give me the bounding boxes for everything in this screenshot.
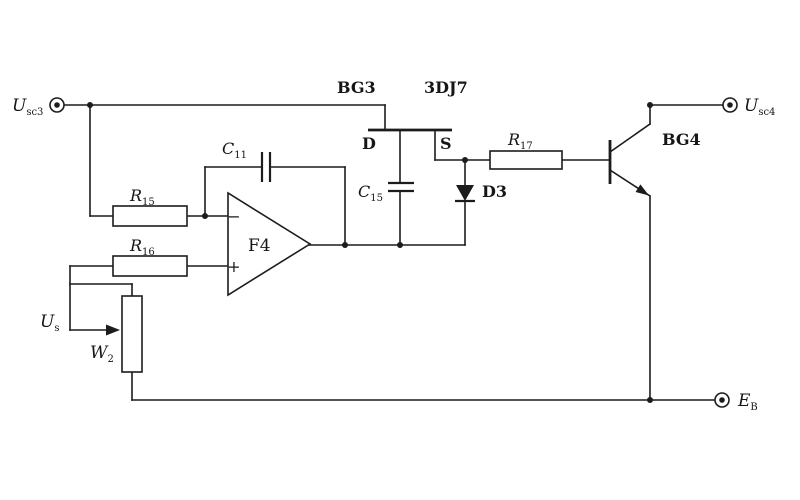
terminal-inner-dot xyxy=(719,397,725,403)
label-usc3: Usc3 xyxy=(12,96,43,118)
wire-collector-diagonal xyxy=(608,122,652,154)
potentiometer-w2-body xyxy=(121,295,143,373)
label-bg3-model: 3DJ7 xyxy=(424,78,468,97)
junction-dots xyxy=(87,102,653,403)
label-fet-source: S xyxy=(440,134,452,153)
label-bg4: BG4 xyxy=(662,130,701,149)
label-c11: C11 xyxy=(222,139,247,161)
junction-dot xyxy=(342,242,348,248)
label-us: Us xyxy=(40,312,59,334)
label-w2: W2 xyxy=(90,343,114,365)
opamp-triangle xyxy=(227,191,312,297)
diode-d3-triangle xyxy=(456,185,474,201)
label-d3: D3 xyxy=(482,182,507,201)
junction-dot xyxy=(87,102,93,108)
terminal-inner-dot xyxy=(727,102,733,108)
label-opamp-inverting-input: − xyxy=(227,207,240,226)
wires xyxy=(63,104,724,401)
label-r17: R17 xyxy=(507,130,533,152)
label-opamp-noninverting-input: + xyxy=(227,257,240,276)
junction-dot xyxy=(397,242,403,248)
resistor-r15-body xyxy=(112,205,188,227)
terminal-usc3 xyxy=(49,97,65,113)
terminal-eb xyxy=(714,392,730,408)
terminal-usc4 xyxy=(722,97,738,113)
label-fet-drain: D xyxy=(362,134,376,153)
junction-dot xyxy=(647,102,653,108)
resistor-r16-body xyxy=(112,255,188,277)
label-r15: R15 xyxy=(129,186,155,208)
terminal-inner-dot xyxy=(54,102,60,108)
junction-dot xyxy=(202,213,208,219)
labels: Usc3 Usc4 EB Us BG3 3DJ7 D S BG4 C11 C15… xyxy=(12,78,775,413)
label-usc4: Usc4 xyxy=(744,96,775,118)
components xyxy=(106,128,649,373)
junction-dot xyxy=(462,157,468,163)
transistor-bg4-emitter-arrow xyxy=(635,184,649,196)
label-c15: C15 xyxy=(358,182,383,204)
resistor-r17-body xyxy=(489,150,563,170)
label-opamp-name: F4 xyxy=(248,236,271,256)
wiper-arrow-icon xyxy=(106,324,120,336)
junction-dot xyxy=(647,397,653,403)
label-bg3: BG3 xyxy=(337,78,376,97)
label-r16: R16 xyxy=(129,236,155,258)
label-eb: EB xyxy=(737,391,758,413)
